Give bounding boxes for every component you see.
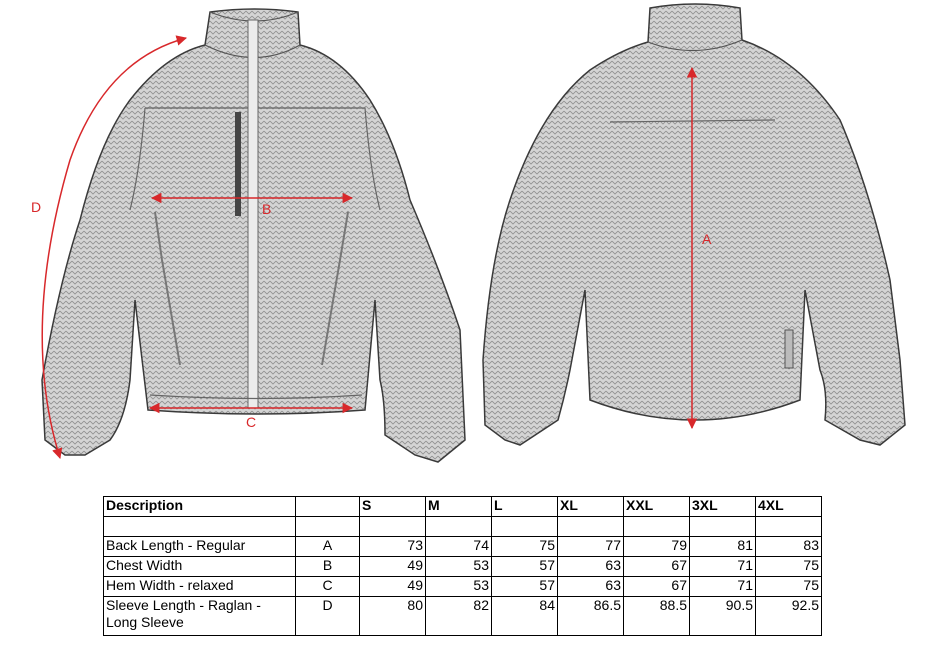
- cell-value: 49: [359, 576, 426, 597]
- table-row: Chest Width B 49 53 57 63 67 71 75: [103, 556, 822, 577]
- measure-d-arrow: [41, 35, 188, 460]
- table-header-row: Description S M L XL XXL 3XL 4XL: [103, 496, 822, 517]
- cell-value: 71: [689, 556, 756, 577]
- header-size-l: L: [491, 496, 558, 517]
- label-d: D: [31, 199, 41, 215]
- table-row: Sleeve Length - Raglan - Long Sleeve D 8…: [103, 596, 822, 636]
- back-collar: [647, 39, 743, 52]
- cell-value: 53: [425, 556, 492, 577]
- cell-value: 86.5: [557, 596, 624, 636]
- cell-value: 92.5: [755, 596, 822, 636]
- cell-value: 63: [557, 576, 624, 597]
- header-size-xl: XL: [557, 496, 624, 517]
- table-spacer-row: [103, 516, 822, 537]
- cell-value: 82: [425, 596, 492, 636]
- back-jacket-body: [482, 3, 906, 446]
- row-code: C: [295, 576, 360, 597]
- row-code: A: [295, 536, 360, 557]
- cell-value: 49: [359, 556, 426, 577]
- size-chart-table: Description S M L XL XXL 3XL 4XL Back Le…: [103, 496, 822, 636]
- cell-value: 57: [491, 556, 558, 577]
- row-description: Hem Width - relaxed: [103, 576, 296, 597]
- cell-value: 73: [359, 536, 426, 557]
- jacket-illustration: A B C D: [31, 3, 906, 463]
- header-size-m: M: [425, 496, 492, 517]
- front-zipper: [247, 19, 259, 409]
- cell-value: 67: [623, 556, 690, 577]
- cell-value: 53: [425, 576, 492, 597]
- cell-value: 71: [689, 576, 756, 597]
- cell-value: 75: [755, 556, 822, 577]
- measurement-arrows: [41, 35, 698, 460]
- label-b: B: [262, 201, 271, 217]
- header-code: [295, 496, 360, 517]
- header-size-4xl: 4XL: [755, 496, 822, 517]
- cell-value: 79: [623, 536, 690, 557]
- cell-value: 83: [755, 536, 822, 557]
- chest-pocket-zip: [235, 112, 241, 216]
- header-size-xxl: XXL: [623, 496, 690, 517]
- cell-value: 74: [425, 536, 492, 557]
- cell-value: 57: [491, 576, 558, 597]
- cell-value: 63: [557, 556, 624, 577]
- row-description: Back Length - Regular: [103, 536, 296, 557]
- header-description: Description: [103, 496, 296, 517]
- front-jacket-drawing: [41, 8, 466, 463]
- cell-value: 88.5: [623, 596, 690, 636]
- back-label-tab: [784, 329, 794, 369]
- row-description: Sleeve Length - Raglan - Long Sleeve: [103, 596, 296, 636]
- table-row: Back Length - Regular A 73 74 75 77 79 8…: [103, 536, 822, 557]
- cell-value: 81: [689, 536, 756, 557]
- row-code: D: [295, 596, 360, 636]
- label-a: A: [702, 231, 712, 247]
- cell-value: 75: [755, 576, 822, 597]
- cell-value: 90.5: [689, 596, 756, 636]
- front-yoke-line: [145, 107, 381, 211]
- header-size-s: S: [359, 496, 426, 517]
- cell-value: 67: [623, 576, 690, 597]
- right-pocket: [321, 211, 349, 366]
- header-size-3xl: 3XL: [689, 496, 756, 517]
- cell-value: 84: [491, 596, 558, 636]
- cell-value: 75: [491, 536, 558, 557]
- back-jacket-drawing: [482, 3, 906, 446]
- cell-value: 80: [359, 596, 426, 636]
- row-description: Chest Width: [103, 556, 296, 577]
- cell-value: 77: [557, 536, 624, 557]
- table-row: Hem Width - relaxed C 49 53 57 63 67 71 …: [103, 576, 822, 597]
- label-c: C: [246, 414, 256, 430]
- row-code: B: [295, 556, 360, 577]
